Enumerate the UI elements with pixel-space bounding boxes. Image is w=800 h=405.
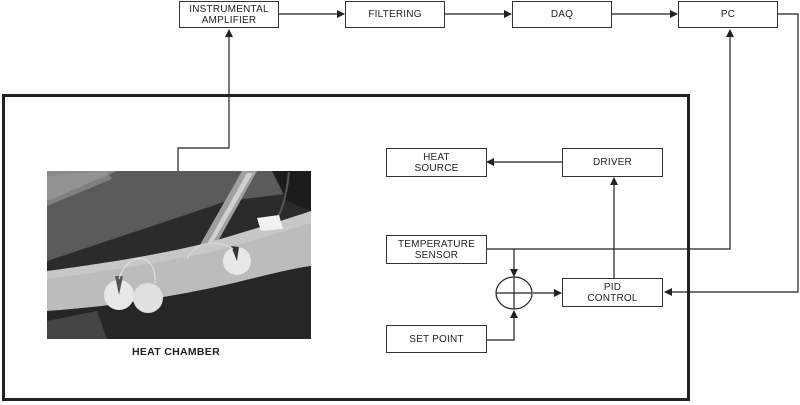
heat-chamber-frame bbox=[2, 94, 690, 401]
pid-control-block: PID CONTROL bbox=[562, 278, 663, 307]
line-photo-to-amplifier bbox=[177, 29, 233, 171]
line-sensor-to-pc bbox=[486, 29, 734, 250]
arm-electrode-photo bbox=[47, 171, 311, 339]
driver-block: DRIVER bbox=[562, 148, 663, 177]
heat-source-label: HEAT SOURCE bbox=[414, 151, 459, 174]
pc-block: PC bbox=[678, 1, 778, 28]
heat-source-block: HEAT SOURCE bbox=[386, 148, 487, 177]
daq-label: DAQ bbox=[550, 9, 574, 20]
instrumental-amplifier-label: INSTRUMENTAL AMPLIFIER bbox=[189, 3, 269, 26]
heat-chamber-caption: HEAT CHAMBER bbox=[132, 346, 220, 358]
set-point-label: SET POINT bbox=[409, 333, 464, 345]
pid-control-label: PID CONTROL bbox=[587, 281, 638, 304]
instrumental-amplifier-block: INSTRUMENTAL AMPLIFIER bbox=[179, 1, 279, 28]
temperature-sensor-label: TEMPERATURE SENSOR bbox=[397, 238, 476, 261]
filtering-label: FILTERING bbox=[368, 9, 422, 20]
filtering-block: FILTERING bbox=[345, 1, 445, 28]
pc-label: PC bbox=[720, 9, 736, 20]
arm-photo-illustration bbox=[47, 171, 311, 339]
set-point-block: SET POINT bbox=[386, 325, 487, 353]
line-setpoint-to-sum bbox=[486, 310, 518, 341]
daq-block: DAQ bbox=[512, 1, 612, 28]
temperature-sensor-block: TEMPERATURE SENSOR bbox=[386, 235, 487, 264]
line-pc-to-pid bbox=[664, 13, 799, 296]
driver-label: DRIVER bbox=[593, 157, 632, 168]
